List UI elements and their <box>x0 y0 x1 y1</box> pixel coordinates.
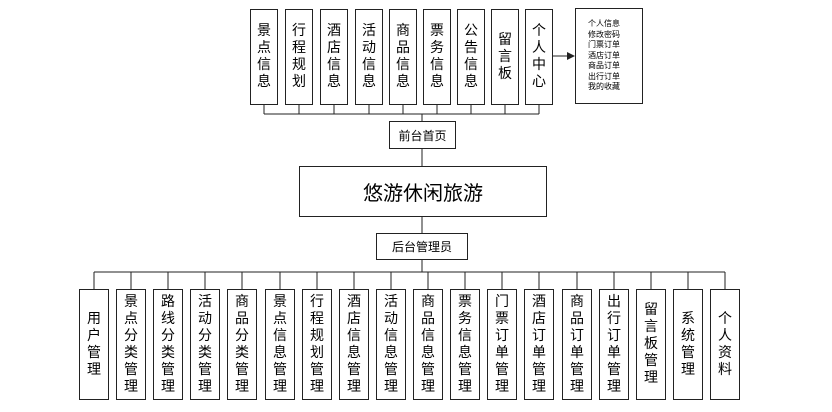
personal-center-item: 我的收藏 <box>588 82 620 92</box>
top-module-1: 行程规划 <box>285 9 313 105</box>
admin-module-10: 票务信息管理 <box>450 289 480 400</box>
top-module-8-label: 个人中心 <box>532 23 546 90</box>
admin-module-8-label: 活动信息管理 <box>384 293 398 395</box>
personal-center-item: 个人信息 <box>588 19 620 29</box>
admin-module-7: 酒店信息管理 <box>339 289 369 400</box>
personal-center-item: 修改密码 <box>588 29 620 39</box>
admin-module-15: 留言板管理 <box>636 289 666 400</box>
top-module-5-label: 票务信息 <box>430 23 444 90</box>
admin-module-9: 商品信息管理 <box>413 289 443 400</box>
system-title-box: 悠游休闲旅游 <box>299 166 547 217</box>
admin-module-9-label: 商品信息管理 <box>421 293 435 395</box>
admin-module-2: 路线分类管理 <box>153 289 183 400</box>
admin-module-8: 活动信息管理 <box>376 289 406 400</box>
admin-module-5-label: 景点信息管理 <box>273 293 287 395</box>
admin-module-6: 行程规划管理 <box>302 289 332 400</box>
top-module-4: 商品信息 <box>389 9 417 105</box>
top-module-7-label: 留言板 <box>498 31 512 82</box>
admin-module-0-label: 用户管理 <box>87 310 101 378</box>
admin-module-2-label: 路线分类管理 <box>161 293 175 395</box>
admin-module-3-label: 活动分类管理 <box>198 293 212 395</box>
top-module-4-label: 商品信息 <box>396 23 410 90</box>
admin-module-13-label: 商品订单管理 <box>570 293 584 395</box>
admin-module-17-label: 个人资料 <box>718 310 732 378</box>
top-module-2: 酒店信息 <box>320 9 348 105</box>
admin-module-11-label: 门票订单管理 <box>495 293 509 395</box>
top-module-0-label: 景点信息 <box>257 23 271 90</box>
front-home-box: 前台首页 <box>389 121 456 149</box>
admin-module-6-label: 行程规划管理 <box>310 293 324 395</box>
top-module-0: 景点信息 <box>250 9 278 105</box>
top-module-1-label: 行程规划 <box>292 23 306 90</box>
top-module-7: 留言板 <box>491 9 519 105</box>
top-module-8: 个人中心 <box>525 9 553 105</box>
personal-center-item: 商品订单 <box>588 61 620 71</box>
admin-module-12: 酒店订单管理 <box>524 289 554 400</box>
admin-module-5: 景点信息管理 <box>265 289 295 400</box>
arrow-icon <box>567 52 575 60</box>
admin-box: 后台管理员 <box>376 233 468 260</box>
admin-module-15-label: 留言板管理 <box>644 302 658 386</box>
top-module-5: 票务信息 <box>423 9 451 105</box>
admin-module-14: 出行订单管理 <box>599 289 629 400</box>
admin-module-16-label: 系统管理 <box>681 310 695 378</box>
admin-module-3: 活动分类管理 <box>190 289 220 400</box>
admin-label: 后台管理员 <box>391 240 452 254</box>
admin-module-10-label: 票务信息管理 <box>458 293 472 395</box>
top-module-3-label: 活动信息 <box>362 23 376 90</box>
personal-center-item: 酒店订单 <box>588 50 620 60</box>
top-module-6: 公告信息 <box>457 9 485 105</box>
top-module-2-label: 酒店信息 <box>327 23 341 90</box>
admin-module-0: 用户管理 <box>79 289 109 400</box>
admin-module-7-label: 酒店信息管理 <box>347 293 361 395</box>
admin-module-16: 系统管理 <box>673 289 703 400</box>
personal-center-item: 门票订单 <box>588 40 620 50</box>
front-home-label: 前台首页 <box>398 128 447 143</box>
admin-module-4-label: 商品分类管理 <box>235 293 249 395</box>
admin-module-1-label: 景点分类管理 <box>124 293 138 395</box>
admin-module-4: 商品分类管理 <box>227 289 257 400</box>
admin-module-11: 门票订单管理 <box>487 289 517 400</box>
top-module-3: 活动信息 <box>355 9 383 105</box>
admin-module-17: 个人资料 <box>710 289 740 400</box>
top-module-6-label: 公告信息 <box>464 23 478 90</box>
admin-module-1: 景点分类管理 <box>116 289 146 400</box>
personal-center-item: 出行订单 <box>588 71 620 81</box>
admin-module-13: 商品订单管理 <box>562 289 592 400</box>
admin-module-12-label: 酒店订单管理 <box>532 293 546 395</box>
admin-module-14-label: 出行订单管理 <box>607 293 621 395</box>
system-title: 悠游休闲旅游 <box>363 181 483 205</box>
personal-center-list: 个人信息修改密码门票订单酒店订单商品订单出行订单我的收藏 <box>575 8 643 104</box>
